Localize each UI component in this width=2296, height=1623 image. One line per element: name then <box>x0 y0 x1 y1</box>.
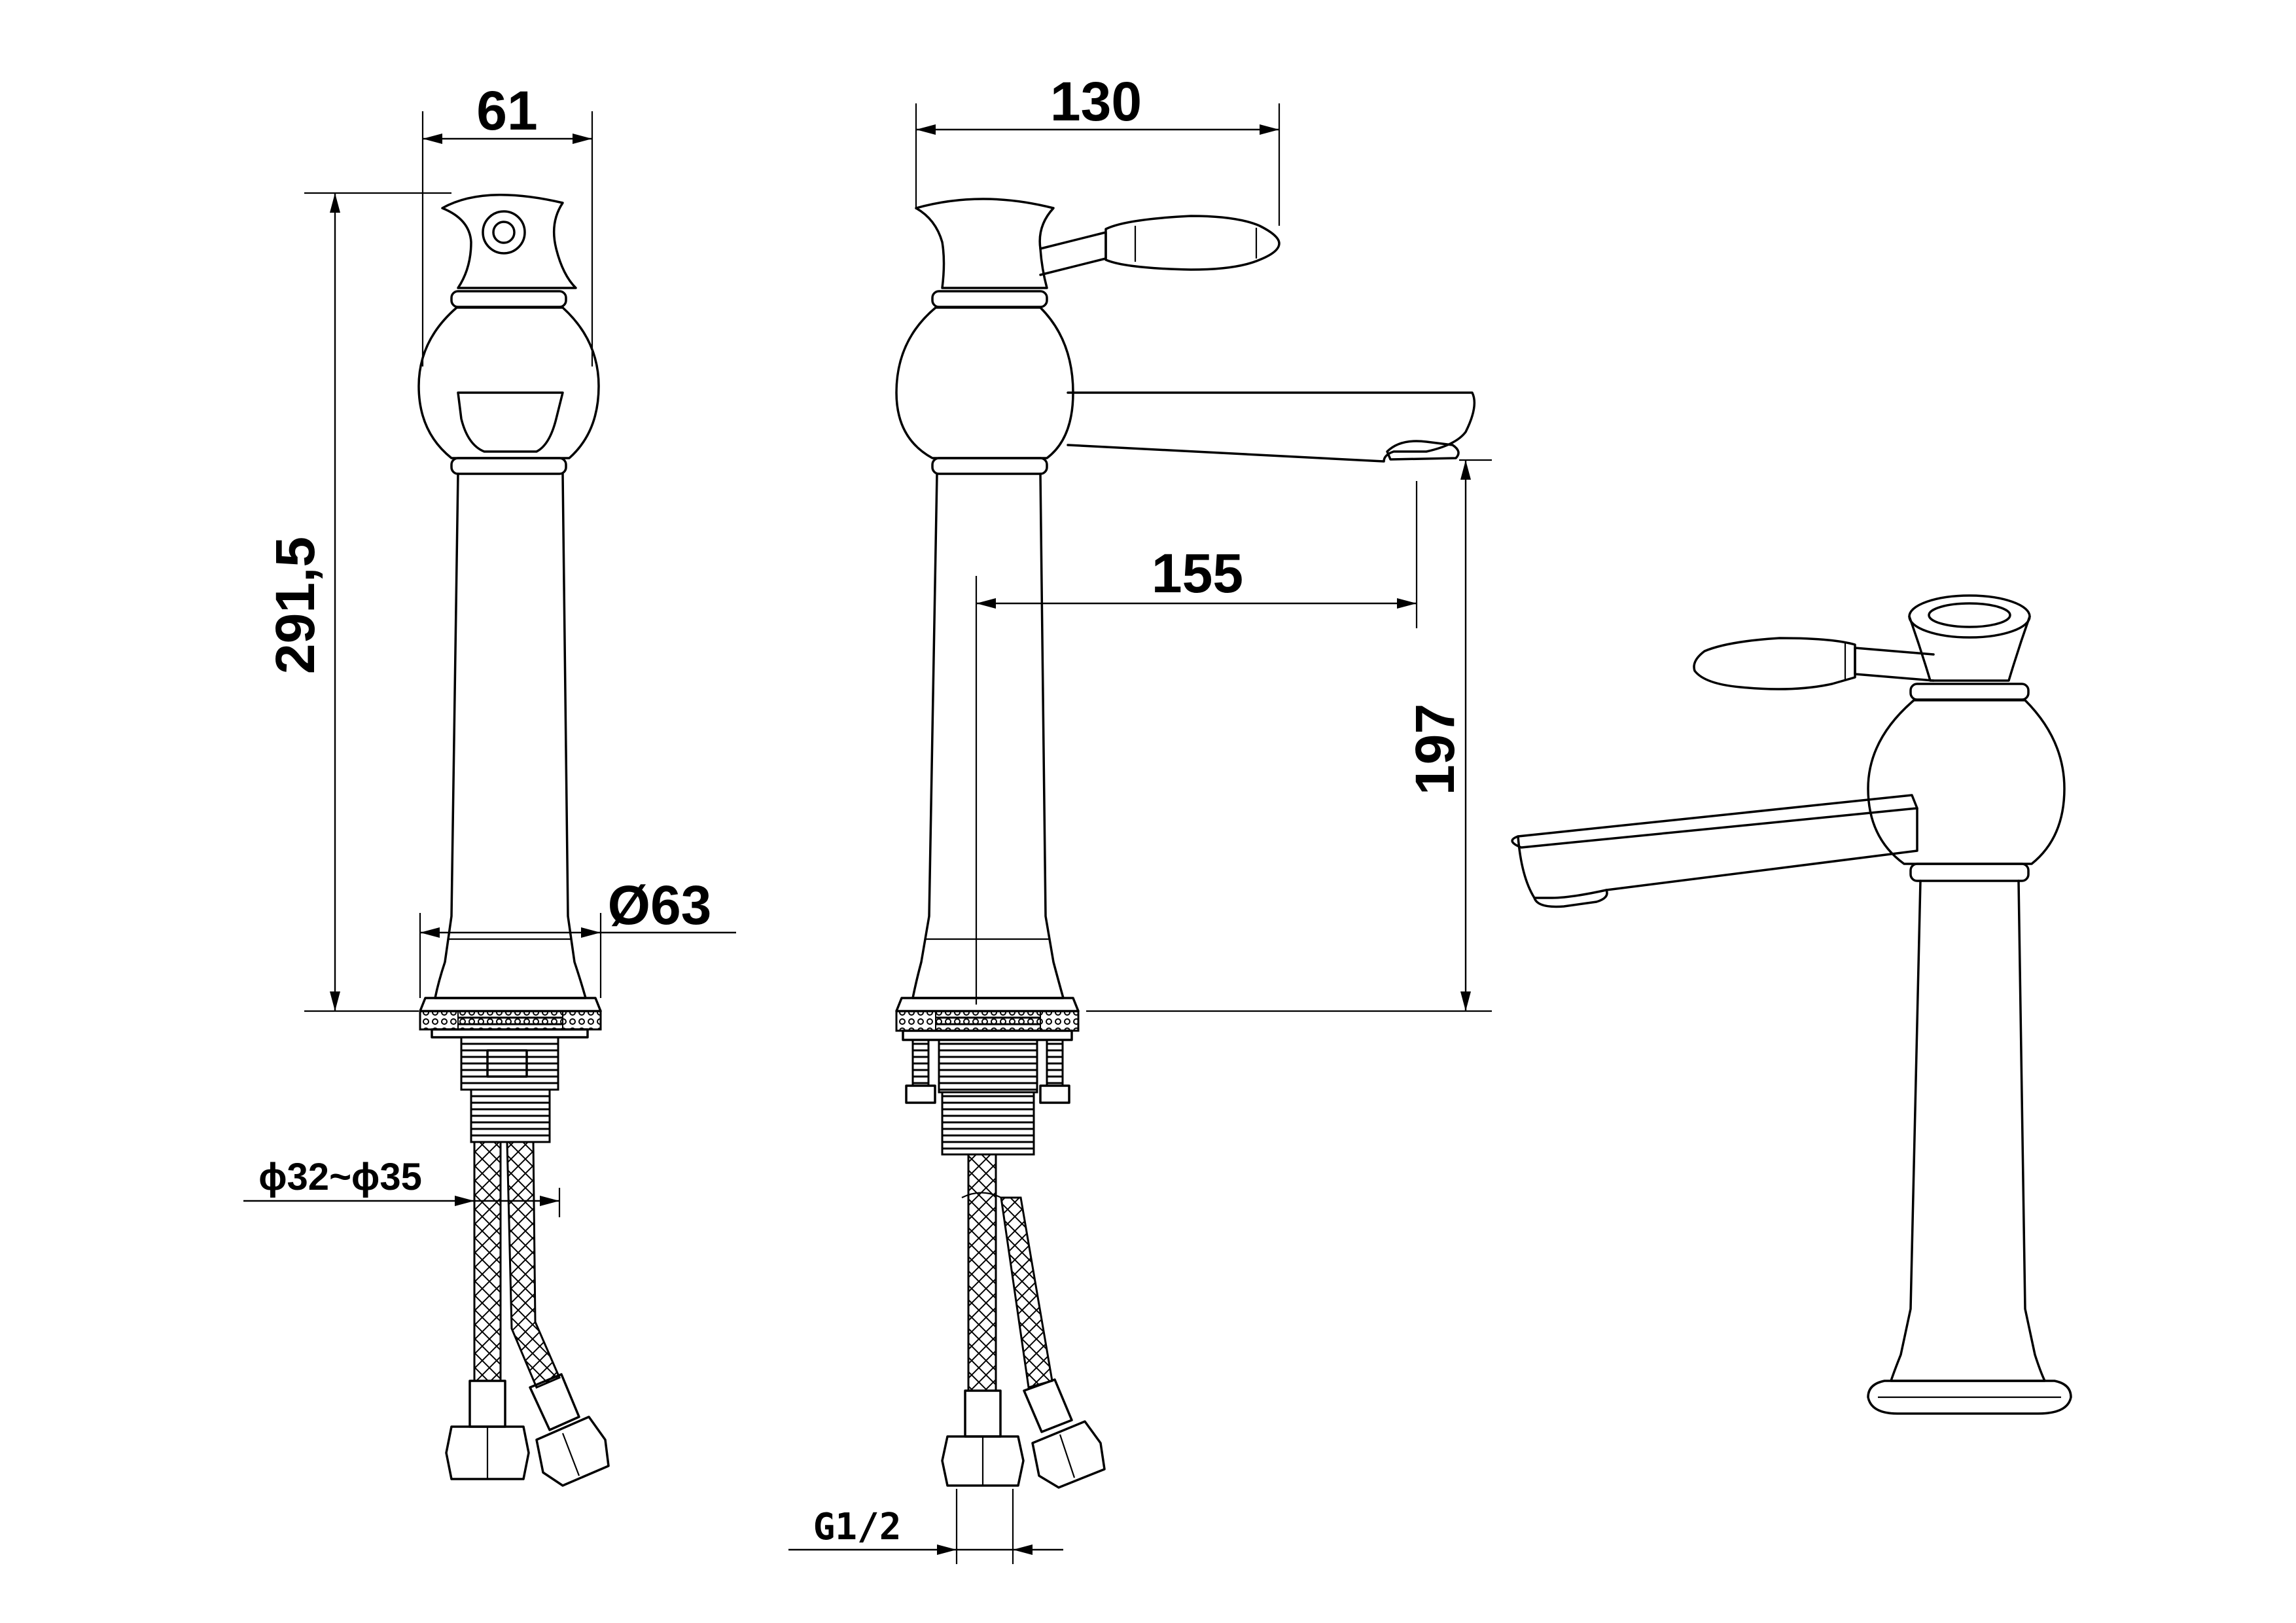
perspective-view <box>1511 594 2072 1415</box>
front-stud-left <box>911 1039 930 1087</box>
dim-g12-label: G1/2 <box>813 1506 902 1548</box>
dim-63-label: Ø63 <box>608 874 712 936</box>
front-hose-right <box>1000 1196 1053 1389</box>
front-shank-upper <box>938 1039 1038 1094</box>
front-view <box>895 198 1476 1489</box>
persp-collar-ring <box>1909 683 2030 701</box>
front-spout <box>1067 391 1476 463</box>
front-stud-nut-left <box>905 1084 936 1104</box>
dim-hole-label: ϕ32~ϕ35 <box>258 1156 422 1198</box>
persp-cap-top <box>1908 594 2031 639</box>
side-handle-cap <box>441 194 577 289</box>
persp-stem <box>1890 880 2046 1382</box>
persp-base <box>1867 1380 2072 1415</box>
front-collar-ring <box>931 290 1048 308</box>
side-ball-body <box>417 306 600 459</box>
side-handle-hole-inner <box>492 221 516 244</box>
persp-spout-top <box>1511 794 1918 849</box>
side-stem <box>434 473 587 999</box>
side-base-thread <box>457 1010 563 1030</box>
front-handle-cap <box>915 198 1055 289</box>
front-fitting-left <box>964 1389 1002 1438</box>
front-stud-nut-right <box>1039 1084 1070 1104</box>
front-lever-ceramic <box>1104 215 1280 271</box>
side-screw <box>486 1049 528 1078</box>
side-nut-left <box>445 1425 530 1480</box>
front-ball-body <box>895 306 1074 459</box>
side-lower-ring <box>450 457 567 475</box>
side-shank-lower <box>470 1088 551 1143</box>
front-washer <box>902 1029 1073 1041</box>
front-hose-break <box>961 1192 1002 1198</box>
side-hose-left <box>473 1141 502 1382</box>
dimensions: 61 130 291,5 Ø63 155 197 <box>243 71 1492 1564</box>
front-fitting-right <box>1023 1378 1073 1433</box>
front-hose-left <box>967 1153 997 1392</box>
dim-155-label: 155 <box>1152 543 1243 604</box>
dim-130-label: 130 <box>1050 71 1142 132</box>
side-nut-right <box>535 1416 610 1487</box>
front-shank-lower <box>941 1091 1035 1156</box>
side-handle-hole-outer <box>482 210 526 255</box>
front-lever-arm <box>1039 231 1107 276</box>
dim-61-label: 61 <box>476 80 537 141</box>
front-base-flange <box>895 997 1080 1012</box>
front-stud-right <box>1046 1039 1064 1087</box>
front-lower-ring <box>931 457 1048 475</box>
persp-spout-body <box>1517 807 1918 899</box>
side-base-flange <box>419 997 602 1012</box>
front-aerator <box>1386 440 1460 461</box>
persp-cap-body <box>1908 615 2031 682</box>
front-stem <box>911 473 1065 999</box>
front-nut-left <box>941 1435 1025 1487</box>
side-hose-right <box>506 1141 561 1389</box>
front-nut-right <box>1031 1420 1106 1489</box>
side-view <box>417 194 610 1487</box>
dim-197-label: 197 <box>1404 704 1466 795</box>
persp-lever-arm <box>1854 647 1935 682</box>
side-shank-upper <box>460 1036 559 1091</box>
side-ball-slot <box>457 391 564 453</box>
persp-lower-ring <box>1909 863 2030 882</box>
persp-spout-tip <box>1533 889 1608 908</box>
side-fitting-left <box>468 1380 506 1428</box>
persp-lever-ceramic <box>1693 637 1856 690</box>
side-fitting-right <box>529 1373 580 1431</box>
persp-ball-body <box>1867 699 2066 865</box>
side-washer <box>431 1028 589 1039</box>
side-collar-ring <box>450 290 567 308</box>
front-base-thread <box>935 1010 1041 1031</box>
dim-291-5-label: 291,5 <box>264 537 326 674</box>
persp-cap-inner <box>1928 602 2011 628</box>
